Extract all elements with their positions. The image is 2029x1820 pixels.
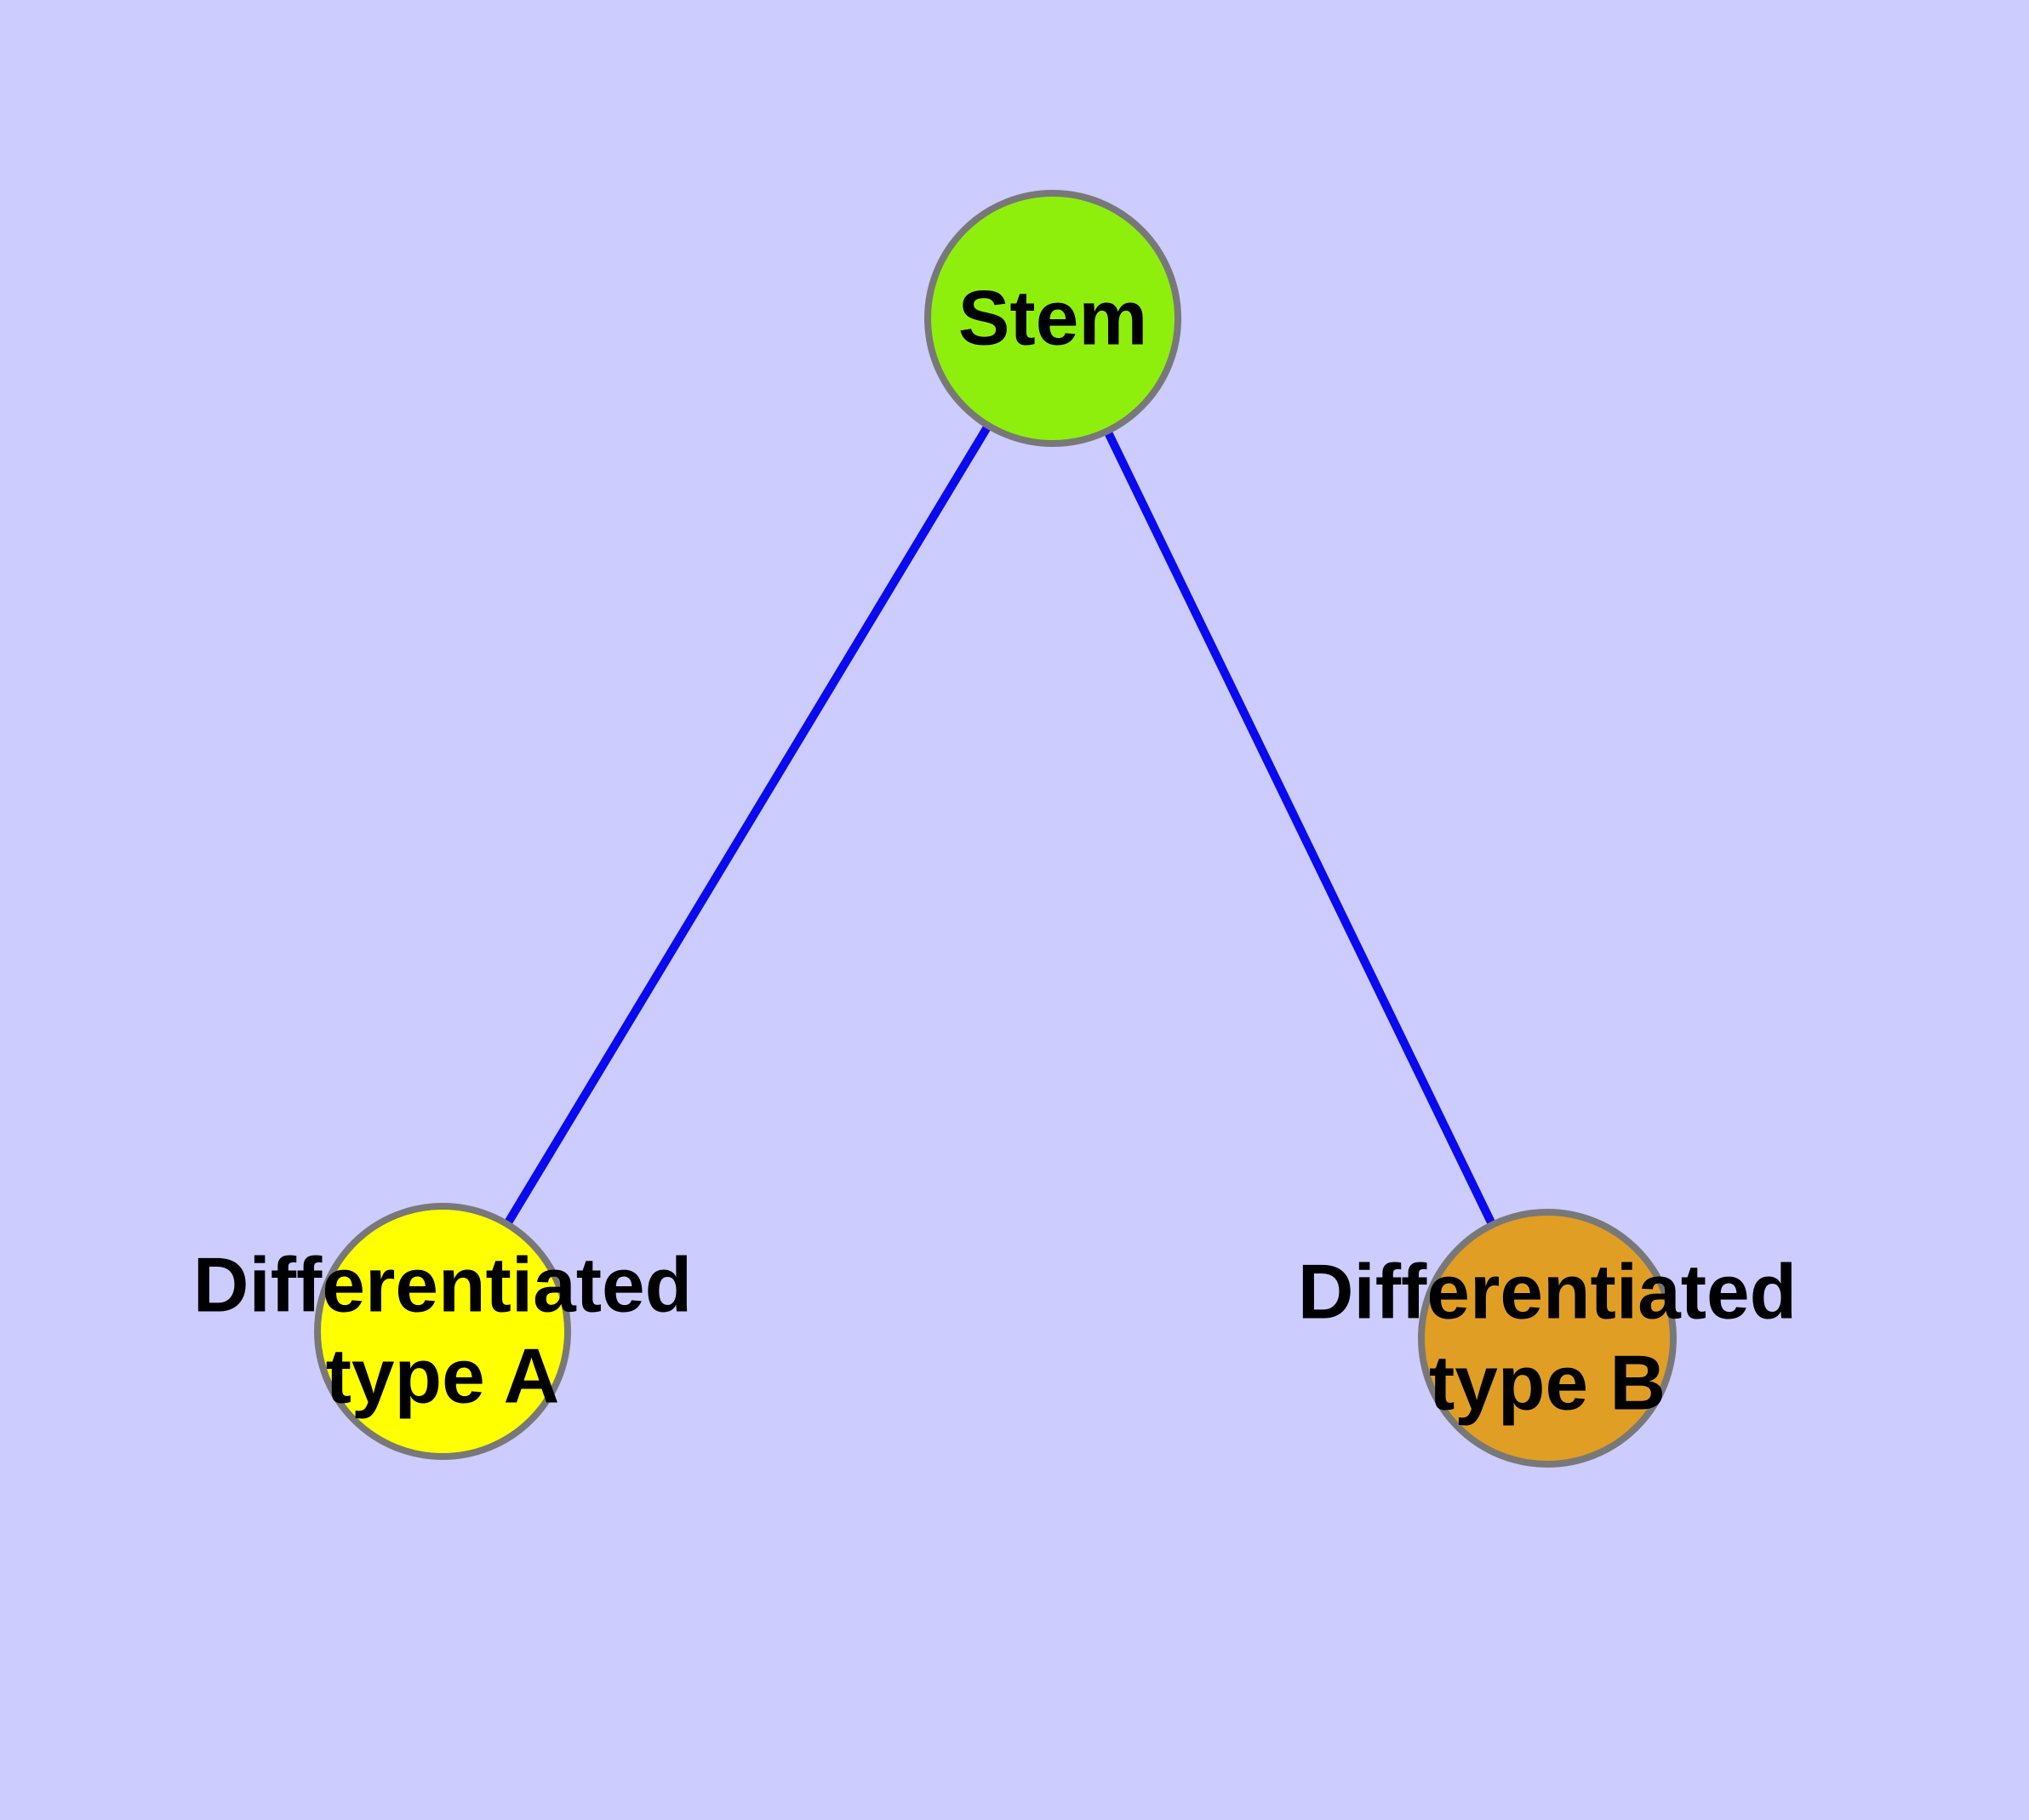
edge-stem-to-type-b bbox=[1049, 316, 1552, 1341]
node-differentiated-type-a-label: Differentiated type A bbox=[192, 1242, 693, 1420]
node-stem bbox=[924, 190, 1181, 447]
node-differentiated-type-a bbox=[314, 1203, 571, 1460]
node-stem-label: Stem bbox=[957, 275, 1148, 362]
edge-stem-to-type-a bbox=[438, 316, 1057, 1334]
node-differentiated-type-b bbox=[1418, 1209, 1677, 1468]
node-differentiated-type-b-label: Differentiated type B bbox=[1297, 1249, 1798, 1427]
